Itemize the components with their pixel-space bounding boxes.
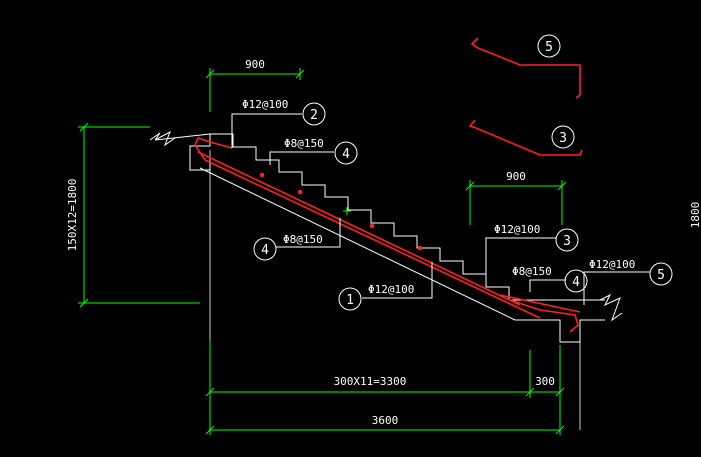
marker-1: 1 (346, 293, 354, 308)
top-break-line (149, 130, 176, 147)
rebar-top-hook (194, 137, 233, 161)
circle-3 (555, 228, 579, 252)
tick (205, 425, 215, 435)
dim-text-right-900: 900 (506, 170, 526, 183)
circle-4-right (564, 269, 588, 293)
detail-bar-3 (468, 119, 583, 156)
rebar-bottom-hook (509, 299, 579, 333)
marker-2: 2 (310, 108, 318, 123)
circle-1 (338, 287, 362, 311)
marker-cross (343, 207, 351, 215)
marker-4-right: 4 (572, 275, 580, 290)
tick (205, 69, 215, 79)
marker-circles (253, 34, 673, 311)
leader-4-right (529, 279, 566, 292)
dist-dot (297, 189, 303, 195)
slab-soffit (199, 167, 516, 321)
stair-outline (149, 130, 623, 430)
tick (79, 122, 89, 132)
rebar-main-top (197, 151, 521, 306)
marker-3: 3 (563, 234, 571, 249)
label-bar5: Φ12@100 (589, 258, 635, 271)
tick (555, 425, 565, 435)
dist-dot (369, 223, 375, 229)
rebar-group (194, 137, 581, 333)
label-top-bar: Φ12@100 (242, 98, 288, 111)
leader-4-top (269, 151, 334, 165)
tick (79, 298, 89, 308)
bottom-landing-edge (515, 319, 605, 343)
tick (465, 181, 475, 191)
label-dist-right: Φ8@150 (512, 265, 552, 278)
circle-5 (649, 262, 673, 286)
tick (295, 69, 305, 79)
detail-bar-3-shape (468, 119, 583, 156)
marker-4-left: 4 (261, 243, 269, 258)
leader-5 (583, 271, 650, 305)
leader-1 (362, 262, 433, 299)
circle-4-left (253, 237, 277, 261)
dist-dot (259, 172, 265, 178)
dim-text-steps: 300X11=3300 (334, 375, 407, 388)
marker-detail-3: 3 (559, 131, 567, 146)
bottom-break-line (599, 293, 623, 322)
dist-dot (417, 245, 423, 251)
step-profile (210, 133, 605, 301)
top-landing-top (154, 133, 211, 141)
leader-2 (231, 113, 302, 148)
detail-bar-5 (470, 37, 581, 99)
rebar-main-bottom (204, 159, 541, 319)
circle-2 (302, 102, 326, 126)
marker-5: 5 (657, 268, 665, 283)
label-dist-left: Φ8@150 (283, 233, 323, 246)
tick (525, 387, 535, 397)
tick (555, 387, 565, 397)
marker-4-top: 4 (342, 147, 350, 162)
dimension-lines (78, 68, 567, 435)
dim-text-end: 300 (535, 375, 555, 388)
label-dist-top: Φ8@150 (284, 137, 324, 150)
leader-4-left (276, 218, 341, 248)
dim-text-vertical: 150X12=1800 (66, 179, 79, 252)
dim-text-top-900: 900 (245, 58, 265, 71)
dim-text-total: 3600 (372, 414, 399, 427)
tick (557, 181, 567, 191)
circle-detail-5 (537, 34, 561, 58)
dim-text-right-edge: 1800 (689, 202, 701, 229)
leader-3 (485, 237, 556, 282)
marker-detail-5: 5 (545, 40, 553, 55)
label-main-bottom: Φ12@100 (368, 283, 414, 296)
detail-bar-5-shape (470, 37, 581, 99)
label-bar3: Φ12@100 (494, 223, 540, 236)
tick (205, 387, 215, 397)
circle-4-top (334, 141, 358, 165)
rebar-bottom-top (499, 294, 581, 313)
leader-lines (231, 113, 650, 305)
circle-detail-3 (551, 125, 575, 149)
